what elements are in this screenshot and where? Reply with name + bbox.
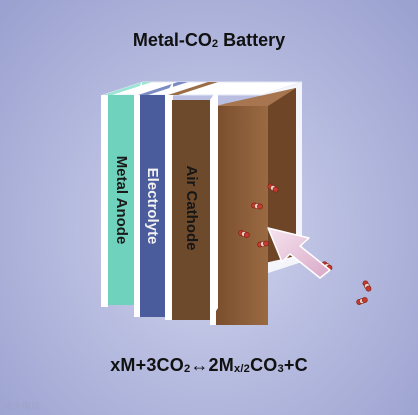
diagram-title: Metal-CO2 Battery <box>132 30 286 51</box>
frame-divider-2 <box>165 95 172 320</box>
electrolyte-layer <box>140 95 165 317</box>
air-cathode-layer <box>172 100 210 320</box>
frame-divider-1 <box>134 95 140 317</box>
co2-molecule <box>257 240 269 248</box>
co2-molecule <box>362 280 372 292</box>
co2-molecule <box>251 202 263 210</box>
label-metal-anode: Metal Anode <box>113 156 130 245</box>
co2-molecule <box>238 230 250 238</box>
reaction-equation: xM+3CO2↔2Mx/2CO3+C <box>110 355 308 376</box>
air-cathode-top <box>168 82 218 95</box>
electrolyte-top <box>138 82 188 95</box>
label-electrolyte: Electrolyte <box>144 168 161 245</box>
co2-inflow-arrow <box>267 227 331 279</box>
label-air-cathode: Air Cathode <box>183 165 200 250</box>
frame-left-edge <box>101 95 108 307</box>
co2-molecules <box>238 183 372 305</box>
cathode-block-top <box>216 88 296 106</box>
metal-anode-layer <box>108 95 134 305</box>
cathode-block-front <box>216 106 268 325</box>
watermark: 光大电站 <box>4 401 41 411</box>
metal-anode-top <box>103 82 152 95</box>
co2-molecule <box>356 297 368 305</box>
co2-molecule <box>267 183 279 193</box>
frame-divider-3 <box>210 100 216 325</box>
